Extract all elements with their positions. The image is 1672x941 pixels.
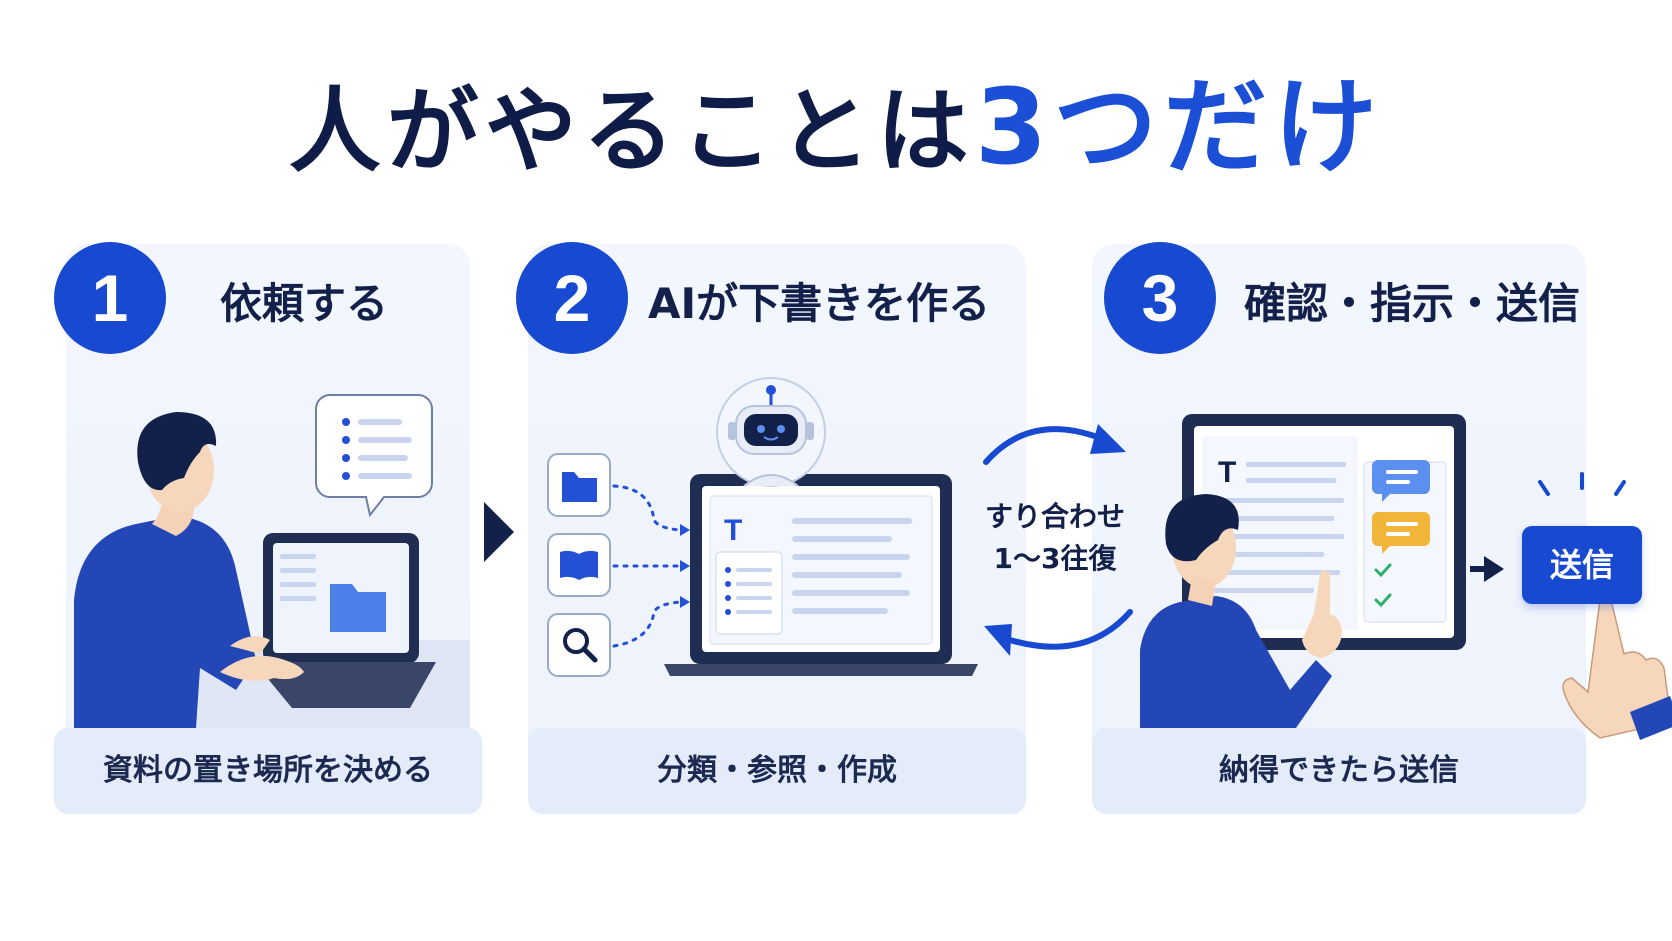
title-suffix: つだけ [1053, 66, 1384, 188]
step-2-number-badge: 2 [516, 242, 628, 354]
title-prefix: 人がやることは [288, 78, 975, 185]
step-3-caption: 納得できたら送信 [1092, 728, 1586, 814]
iteration-label-line-2: 1〜3往復 [993, 542, 1117, 575]
send-button[interactable]: 送信 [1522, 526, 1642, 604]
step-3-number-badge: 3 [1104, 242, 1216, 354]
iteration-label-line-1: すり合わせ [984, 500, 1125, 533]
step-2-caption: 分類・参照・作成 [528, 728, 1026, 814]
title-number: 3 [974, 66, 1054, 188]
iteration-label: すり合わせ 1〜3往復 [980, 496, 1130, 580]
step-1-caption: 資料の置き場所を決める [54, 728, 482, 814]
step-1-title: 依頼する [220, 279, 389, 328]
next-arrow-icon [484, 502, 514, 562]
step-2-title: AIが下書きを作る [648, 279, 991, 328]
step-1-number-badge: 1 [54, 242, 166, 354]
page-title: 人がやることは3つだけ [0, 72, 1672, 187]
step-3-title: 確認・指示・送信 [1244, 279, 1581, 328]
